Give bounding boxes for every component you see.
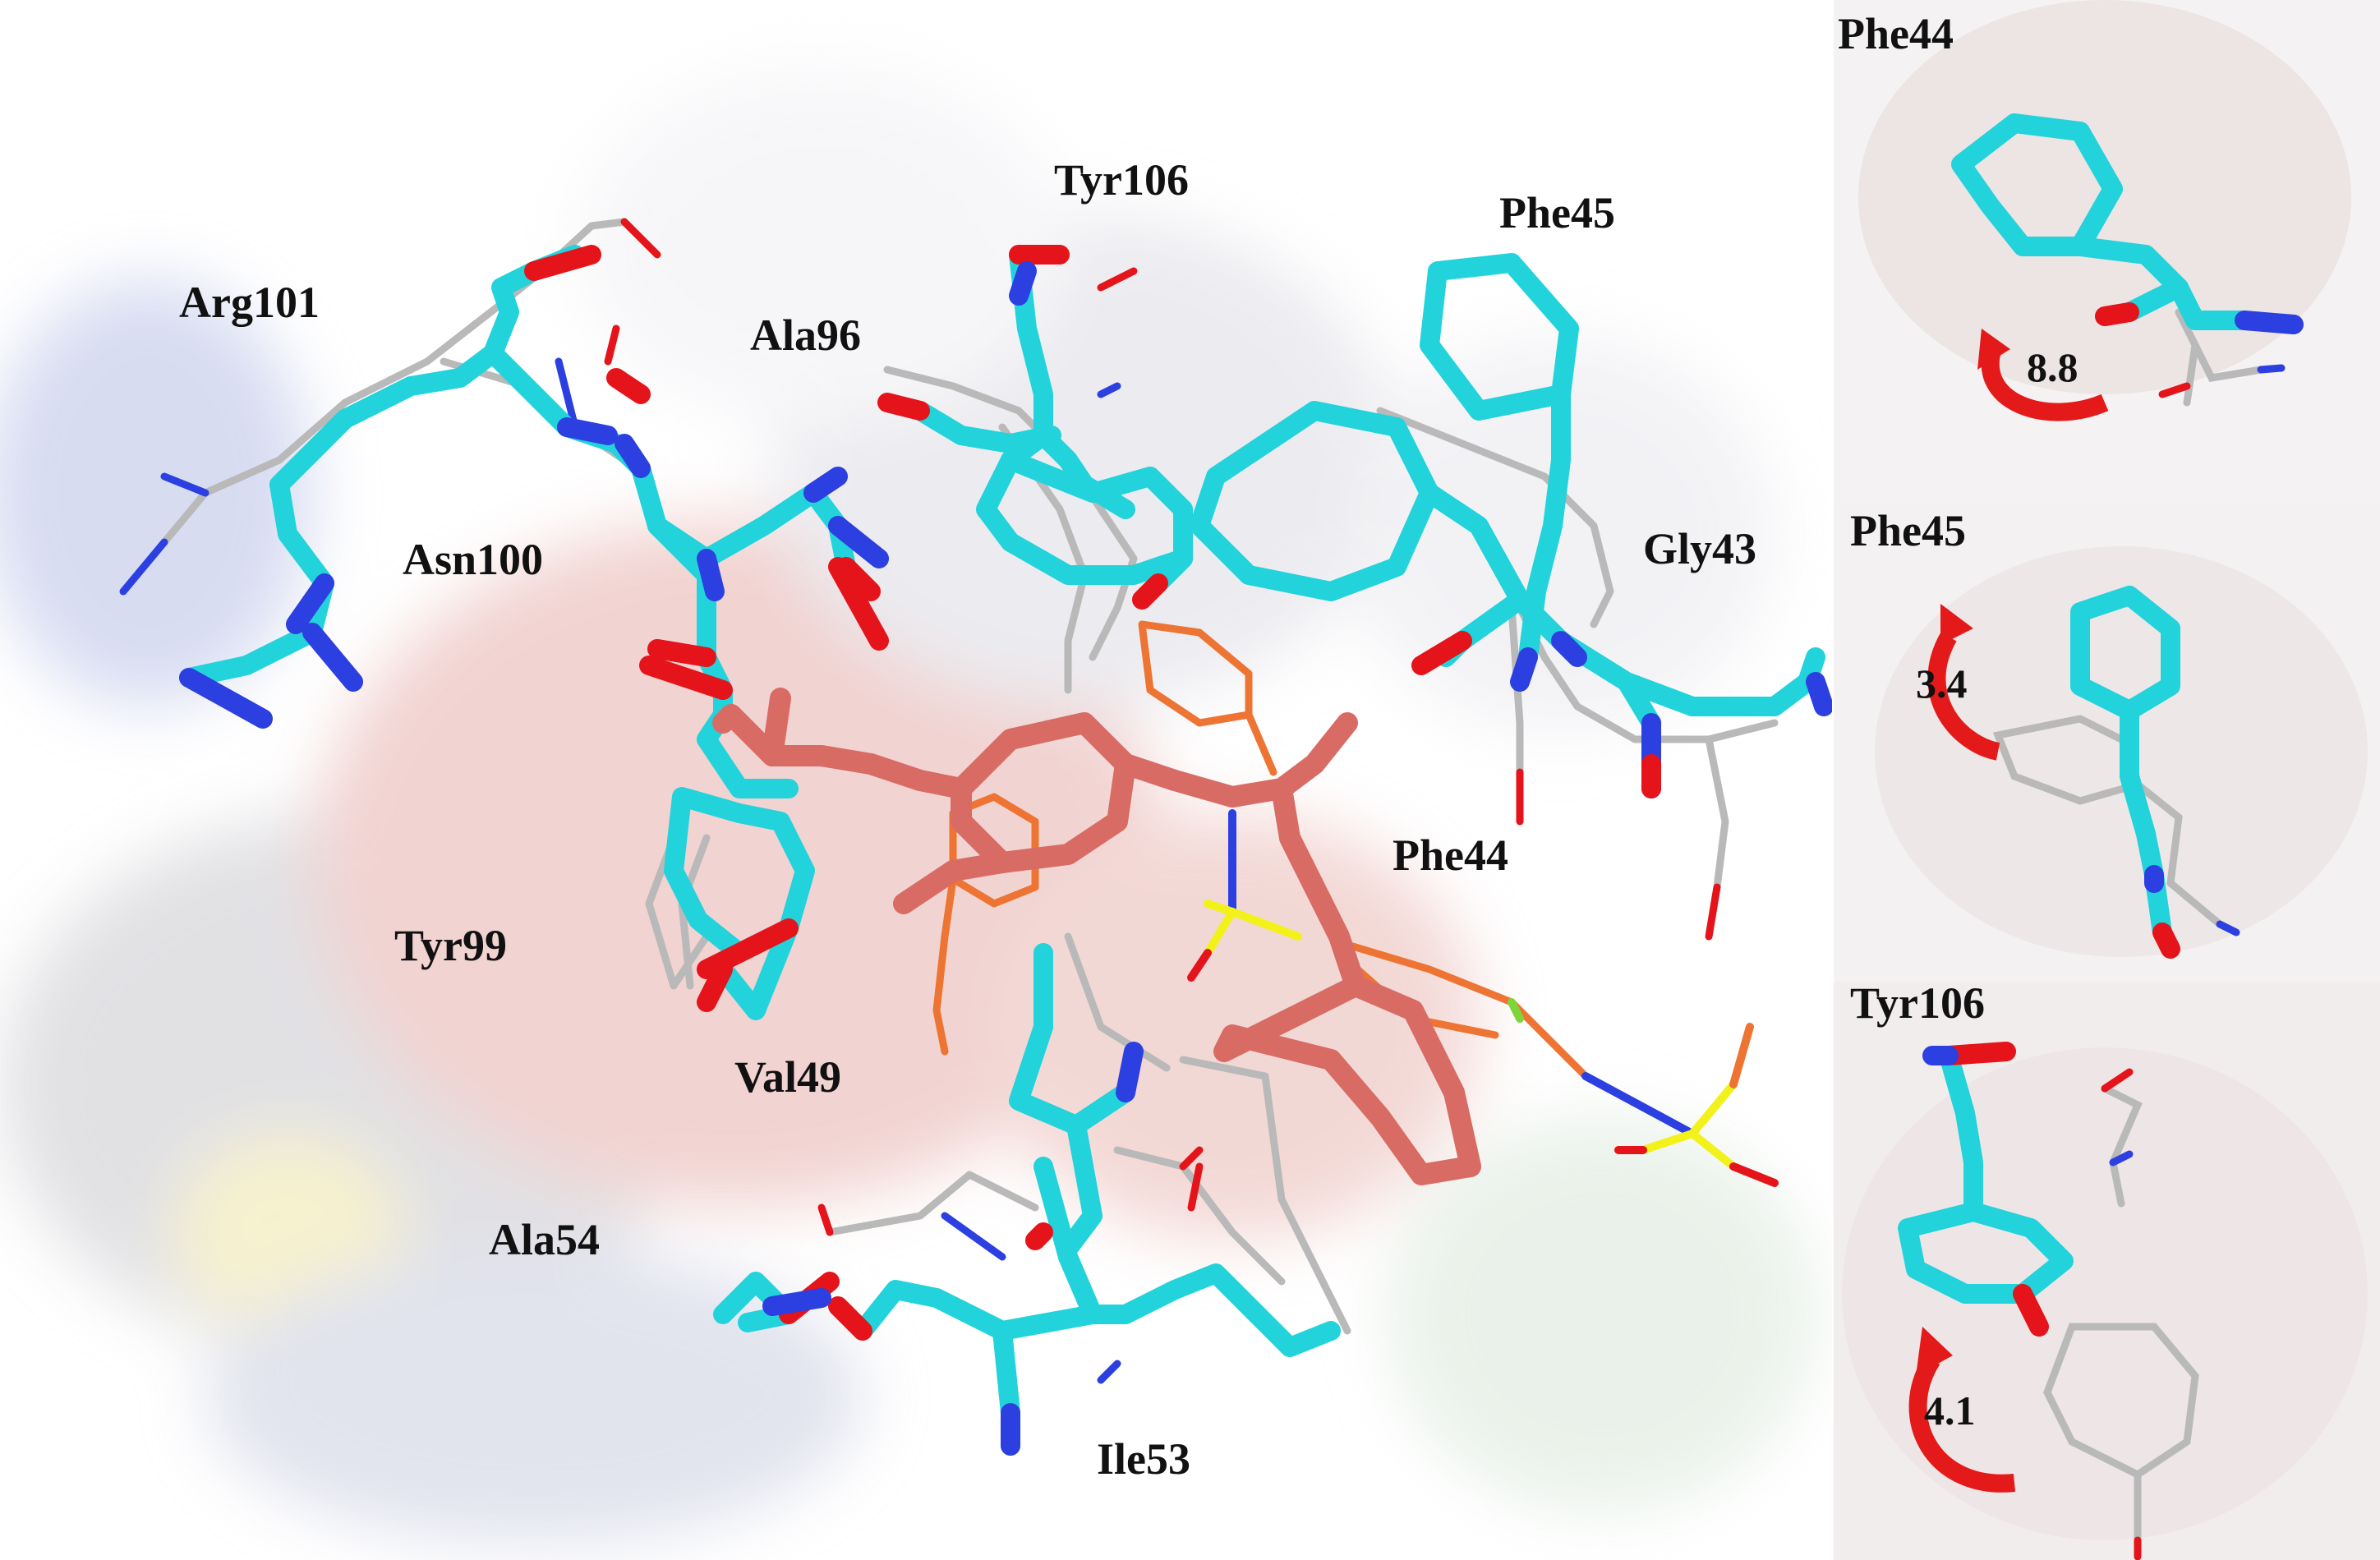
inset-phe44-rotation: 8.8: [2027, 344, 2078, 390]
docked-ligand: [712, 688, 1481, 1185]
inset-phe45-view: [1834, 505, 2380, 982]
label-ile53: Ile53: [1097, 1434, 1190, 1484]
label-phe44: Phe44: [1393, 831, 1508, 880]
label-arg101: Arg101: [179, 278, 320, 327]
label-ala54: Ala54: [489, 1215, 600, 1264]
selected-atoms: [179, 245, 1832, 1456]
label-phe45: Phe45: [1499, 188, 1615, 237]
inset-phe45-title: Phe45: [1850, 506, 1966, 555]
inset-tyr106-rotation: 4.1: [1924, 1387, 1976, 1433]
inset-tyr106-view: [1834, 982, 2380, 1560]
label-tyr106: Tyr106: [1054, 155, 1189, 205]
inset-phe44: Phe44 8.8: [1834, 0, 2380, 505]
inset-phe45: Phe45 3.4: [1834, 505, 2380, 982]
label-val49: Val49: [734, 1052, 842, 1102]
sulfonyl-groups: [1187, 809, 1779, 1187]
inset-phe44-view: [1834, 0, 2380, 505]
label-ala96: Ala96: [750, 311, 861, 360]
inset-phe44-title: Phe44: [1838, 9, 1954, 58]
inset-phe45-rotation: 3.4: [1916, 660, 1968, 706]
protein-surface: [0, 66, 1816, 1544]
label-gly43: Gly43: [1643, 524, 1757, 573]
binding-pocket-view: [0, 66, 1832, 1544]
reference-atoms: [119, 218, 1721, 1384]
binding-pocket-panel: Arg101 Tyr106 Phe45 Ala96 Asn100 Gly43 P…: [0, 66, 1832, 1544]
inset-tyr106: Tyr106 4.1: [1834, 982, 2380, 1560]
label-asn100: Asn100: [403, 535, 544, 584]
label-tyr99: Tyr99: [394, 921, 507, 970]
inset-tyr106-title: Tyr106: [1850, 982, 1985, 1028]
